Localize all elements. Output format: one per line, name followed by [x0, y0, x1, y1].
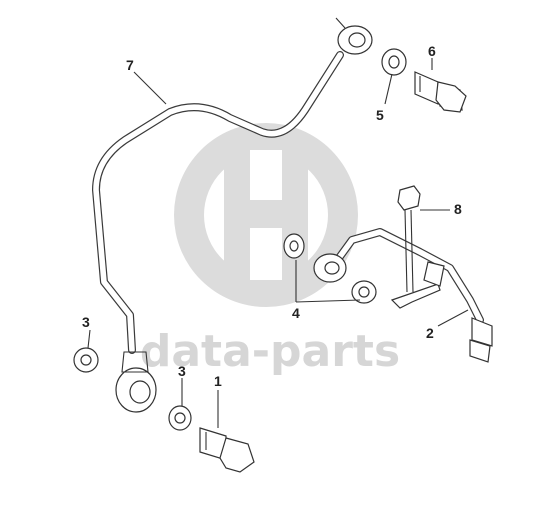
callout-1: 1 — [214, 373, 222, 389]
leader-lines — [87, 58, 469, 428]
callout-4: 4 — [292, 305, 300, 321]
fuel-pipe-2 — [313, 228, 493, 363]
washer-4b — [351, 280, 377, 304]
washer-5 — [381, 48, 407, 76]
callout-6: 6 — [428, 43, 436, 59]
banjo-bolt-1 — [199, 427, 255, 473]
washer-3b — [168, 405, 192, 431]
callout-2: 2 — [426, 325, 434, 341]
callout-7: 7 — [126, 57, 134, 73]
washer-3a — [73, 347, 99, 373]
callout-5: 5 — [376, 107, 384, 123]
callout-3-right: 3 — [178, 363, 186, 379]
bolt-8 — [397, 185, 421, 293]
washer-4a — [283, 233, 305, 259]
callout-8: 8 — [454, 201, 462, 217]
banjo-bolt-6 — [414, 71, 467, 113]
watermark-text: data-parts — [140, 326, 400, 377]
fuel-pipe-7 — [92, 17, 373, 413]
callout-3-left: 3 — [82, 314, 90, 330]
